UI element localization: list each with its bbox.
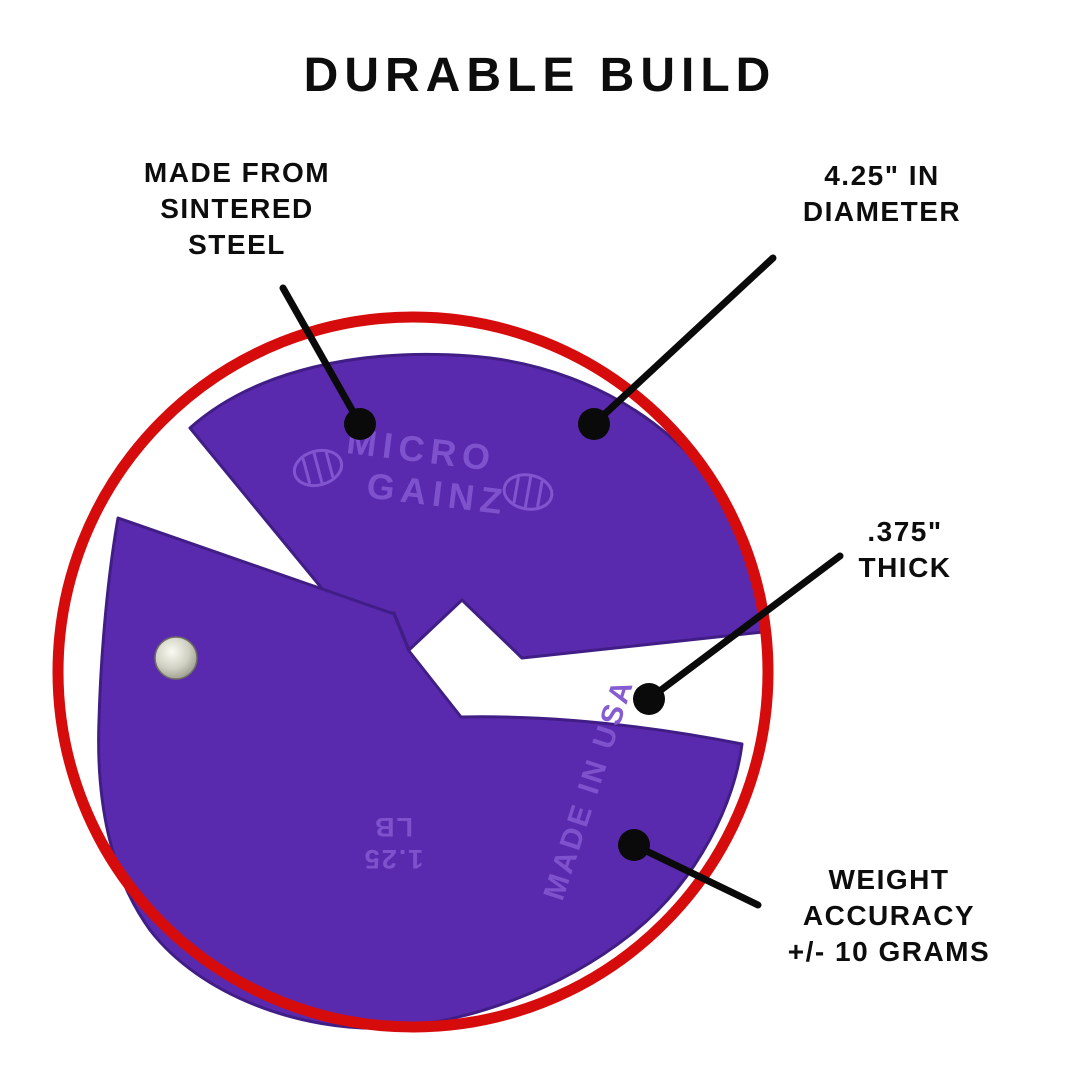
callout-line: THICK — [858, 552, 952, 583]
leader-dot-accuracy — [618, 829, 650, 861]
callout-line: 4.25" IN — [824, 160, 940, 191]
callout-line: SINTERED — [160, 193, 314, 224]
callout-thickness: .375" THICK — [765, 514, 1045, 586]
hand-logo-icon — [292, 448, 344, 488]
callout-line: +/- 10 GRAMS — [787, 936, 991, 967]
leader-dot-thickness — [633, 683, 665, 715]
page-title: DURABLE BUILD — [303, 49, 777, 102]
callout-line: MADE FROM — [143, 157, 331, 188]
highlight-ring — [52, 311, 774, 1033]
callout-line: WEIGHT — [828, 864, 950, 895]
rivet — [154, 636, 198, 680]
callout-weight-accuracy: WEIGHT ACCURACY +/- 10 GRAMS — [724, 862, 1054, 970]
callout-line: STEEL — [188, 229, 286, 260]
leader-dot-made-from — [344, 408, 376, 440]
hand-logo-icon — [502, 473, 554, 511]
callout-line: DIAMETER — [802, 196, 962, 227]
weight-value: 1.25 — [363, 844, 424, 874]
callout-diameter: 4.25" IN DIAMETER — [742, 158, 1022, 230]
callout-made-from: MADE FROM SINTERED STEEL — [92, 155, 382, 263]
weight-marking: 1.25 LB — [363, 812, 424, 874]
leader-line-diameter — [590, 254, 777, 428]
weight-unit: LB — [373, 812, 413, 842]
leader-line-thickness — [645, 552, 844, 703]
leader-dot-diameter — [578, 408, 610, 440]
callout-line: .375" — [867, 516, 943, 547]
leader-line-accuracy — [630, 841, 762, 909]
callout-line: ACCURACY — [802, 900, 976, 931]
leader-line-made-from — [279, 284, 364, 428]
